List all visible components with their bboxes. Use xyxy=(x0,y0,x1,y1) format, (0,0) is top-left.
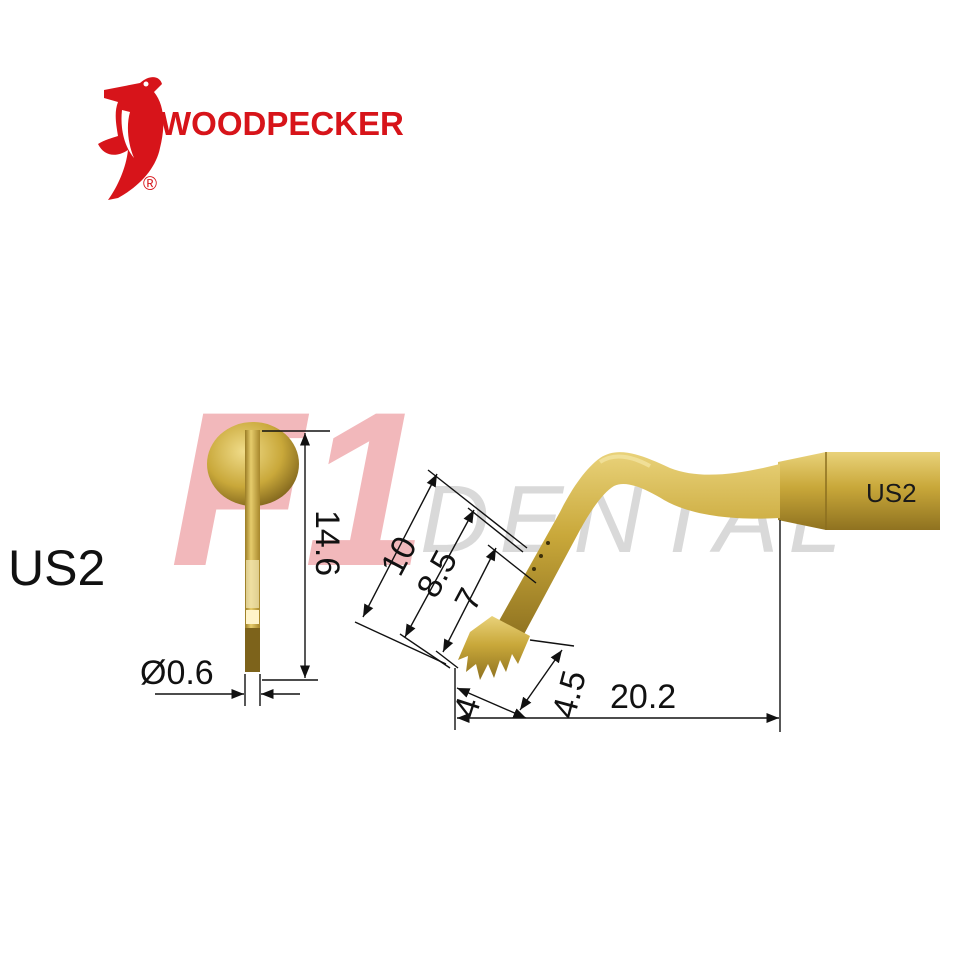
dim-line-7 xyxy=(442,547,497,653)
dim-line-10 xyxy=(362,473,438,618)
end-view: 14.6 Ø0.6 xyxy=(140,422,346,706)
woodpecker-logo-icon xyxy=(98,77,164,200)
length-dimension: 14.6 xyxy=(308,510,346,576)
watermark-f1: F1 xyxy=(170,366,427,612)
dim-20-2: 20.2 xyxy=(610,678,676,716)
registered-mark: ® xyxy=(143,174,157,195)
dim-line-4-5 xyxy=(519,649,563,711)
tip-shaft xyxy=(495,452,780,638)
tip-engraving: US2 xyxy=(866,478,917,508)
brand-logo: WOODPECKER ® xyxy=(98,77,404,200)
tip-neck xyxy=(778,452,826,530)
model-label: US2 xyxy=(8,540,105,596)
tip-shank xyxy=(826,452,940,530)
diameter-dimension: Ø0.6 xyxy=(140,654,214,692)
brand-name: WOODPECKER xyxy=(160,105,404,142)
dim-4-5: 4.5 xyxy=(545,667,594,722)
dim-line-8-5 xyxy=(404,509,475,638)
dim-7: 7 xyxy=(448,582,490,617)
